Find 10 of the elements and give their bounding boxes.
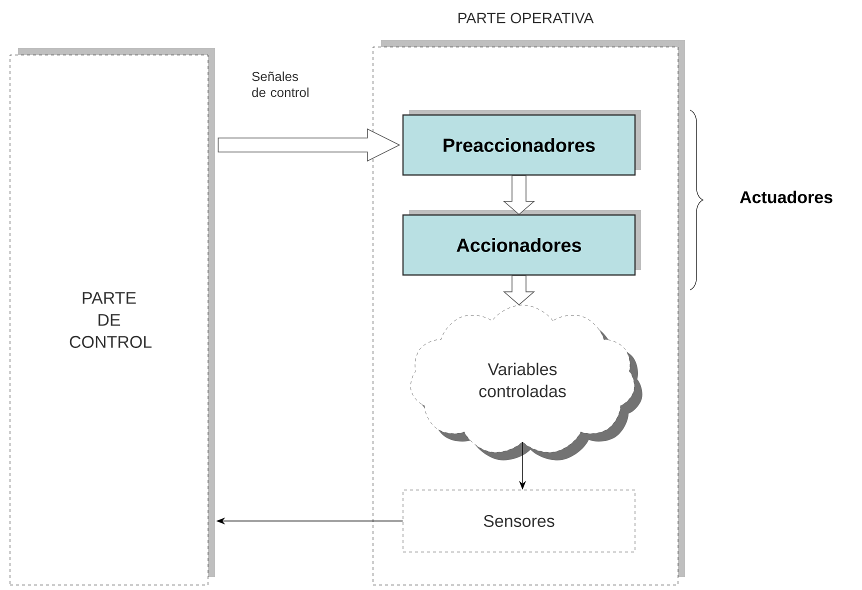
block-arrow bbox=[502, 275, 536, 306]
process-box: Preaccionadores bbox=[402, 110, 641, 176]
group-label: Actuadores bbox=[740, 190, 832, 204]
node-label: PARTE OPERATIVA bbox=[458, 12, 594, 24]
dashed-panel: PARTE DE CONTROL bbox=[10, 48, 215, 586]
block-arrow bbox=[218, 128, 400, 162]
block-arrow bbox=[502, 175, 536, 215]
dashed-box: Sensores bbox=[402, 490, 636, 552]
process-box: Accionadores bbox=[402, 210, 641, 276]
edge-label: Señales de control bbox=[252, 72, 308, 98]
